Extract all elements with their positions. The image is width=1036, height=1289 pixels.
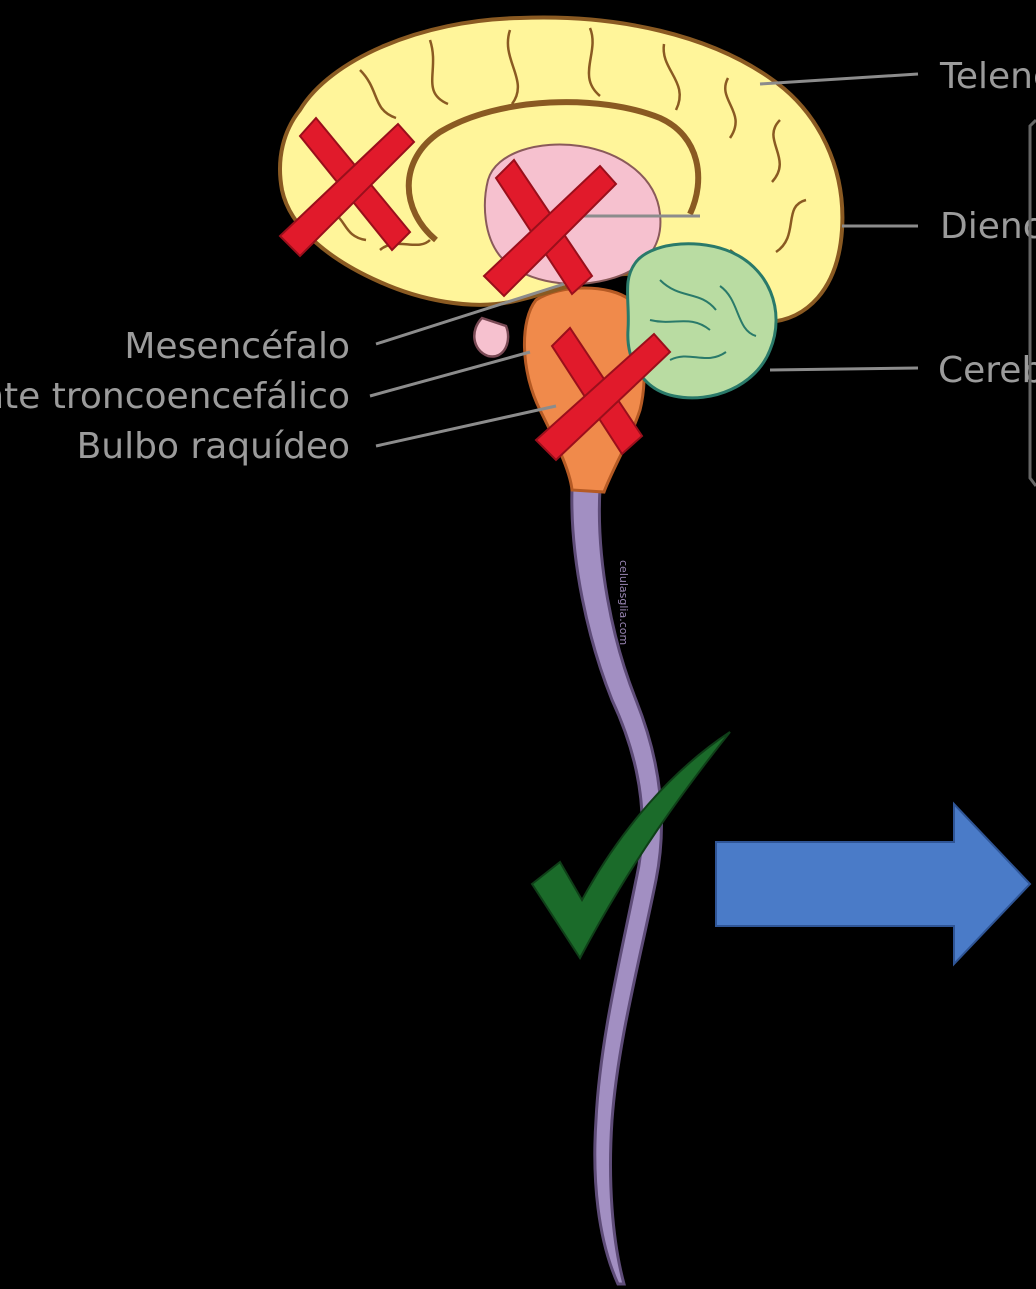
cerebellum bbox=[628, 244, 777, 398]
right-panel-edge bbox=[1030, 120, 1036, 486]
right-arrow bbox=[716, 804, 1030, 964]
watermark: celulasglia.com bbox=[617, 560, 630, 645]
label-bulbo: Bulbo raquídeo bbox=[77, 426, 350, 467]
label-cerebelo: Cereb bbox=[938, 350, 1036, 391]
label-puente: ente troncoencefálico bbox=[0, 376, 350, 417]
pituitary bbox=[474, 318, 508, 357]
label-telencefalo: Telenc bbox=[939, 56, 1036, 97]
label-mesencefalo: Mesencéfalo bbox=[124, 326, 350, 367]
label-diencefalo: Dienc bbox=[940, 206, 1036, 247]
